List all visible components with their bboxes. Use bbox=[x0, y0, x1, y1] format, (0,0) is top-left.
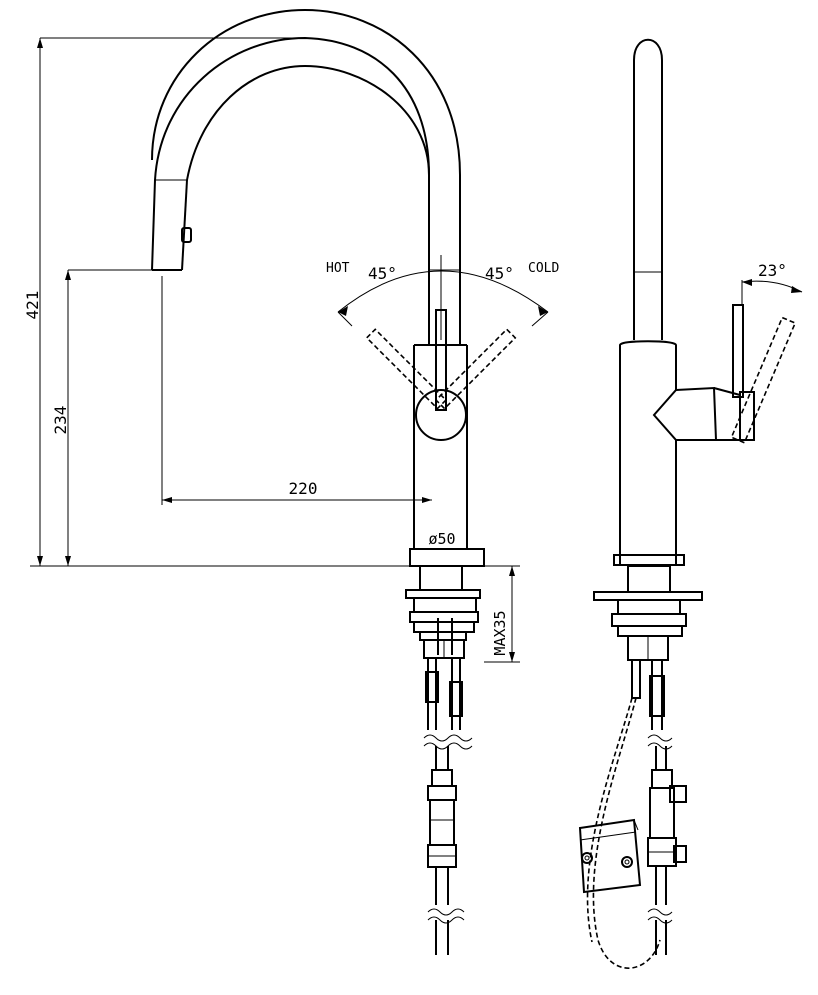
dimension-label-max35: MAX35 bbox=[491, 610, 509, 655]
dimension-total-height: 421 bbox=[23, 37, 305, 566]
side-spout bbox=[633, 38, 663, 340]
hose-weight bbox=[578, 818, 642, 894]
side-view: 23° bbox=[578, 38, 803, 969]
dimension-label-220: 220 bbox=[289, 479, 318, 498]
angle-label-cold: 45° bbox=[485, 264, 514, 283]
dimension-deck-thickness: MAX35 bbox=[484, 565, 520, 663]
mounting-hardware-side bbox=[593, 565, 703, 661]
dimension-label-234: 234 bbox=[51, 406, 70, 435]
handle-rotation-indicator: HOT 45° 45° COLD bbox=[326, 255, 559, 340]
hot-label: HOT bbox=[326, 261, 350, 276]
supply-hoses-side bbox=[631, 659, 687, 955]
lever-hub bbox=[415, 389, 467, 441]
dimension-label-421: 421 bbox=[23, 291, 42, 320]
gooseneck-spout bbox=[151, 8, 461, 345]
dimension-spout-height: 234 bbox=[51, 269, 152, 566]
supply-hoses-front bbox=[423, 658, 473, 955]
angle-label-hot: 45° bbox=[368, 264, 397, 283]
angle-label-side: 23° bbox=[758, 261, 787, 280]
mounting-hardware-front bbox=[405, 565, 481, 659]
front-view: 421 234 22 bbox=[23, 8, 559, 955]
side-angle-indicator: 23° bbox=[741, 261, 803, 305]
pull-out-hose bbox=[586, 697, 661, 969]
dimension-reach: 220 bbox=[161, 276, 432, 505]
dimension-label-diameter: ø50 bbox=[428, 530, 455, 548]
cold-label: COLD bbox=[528, 261, 559, 276]
side-body bbox=[613, 304, 797, 566]
spray-button bbox=[181, 227, 192, 243]
